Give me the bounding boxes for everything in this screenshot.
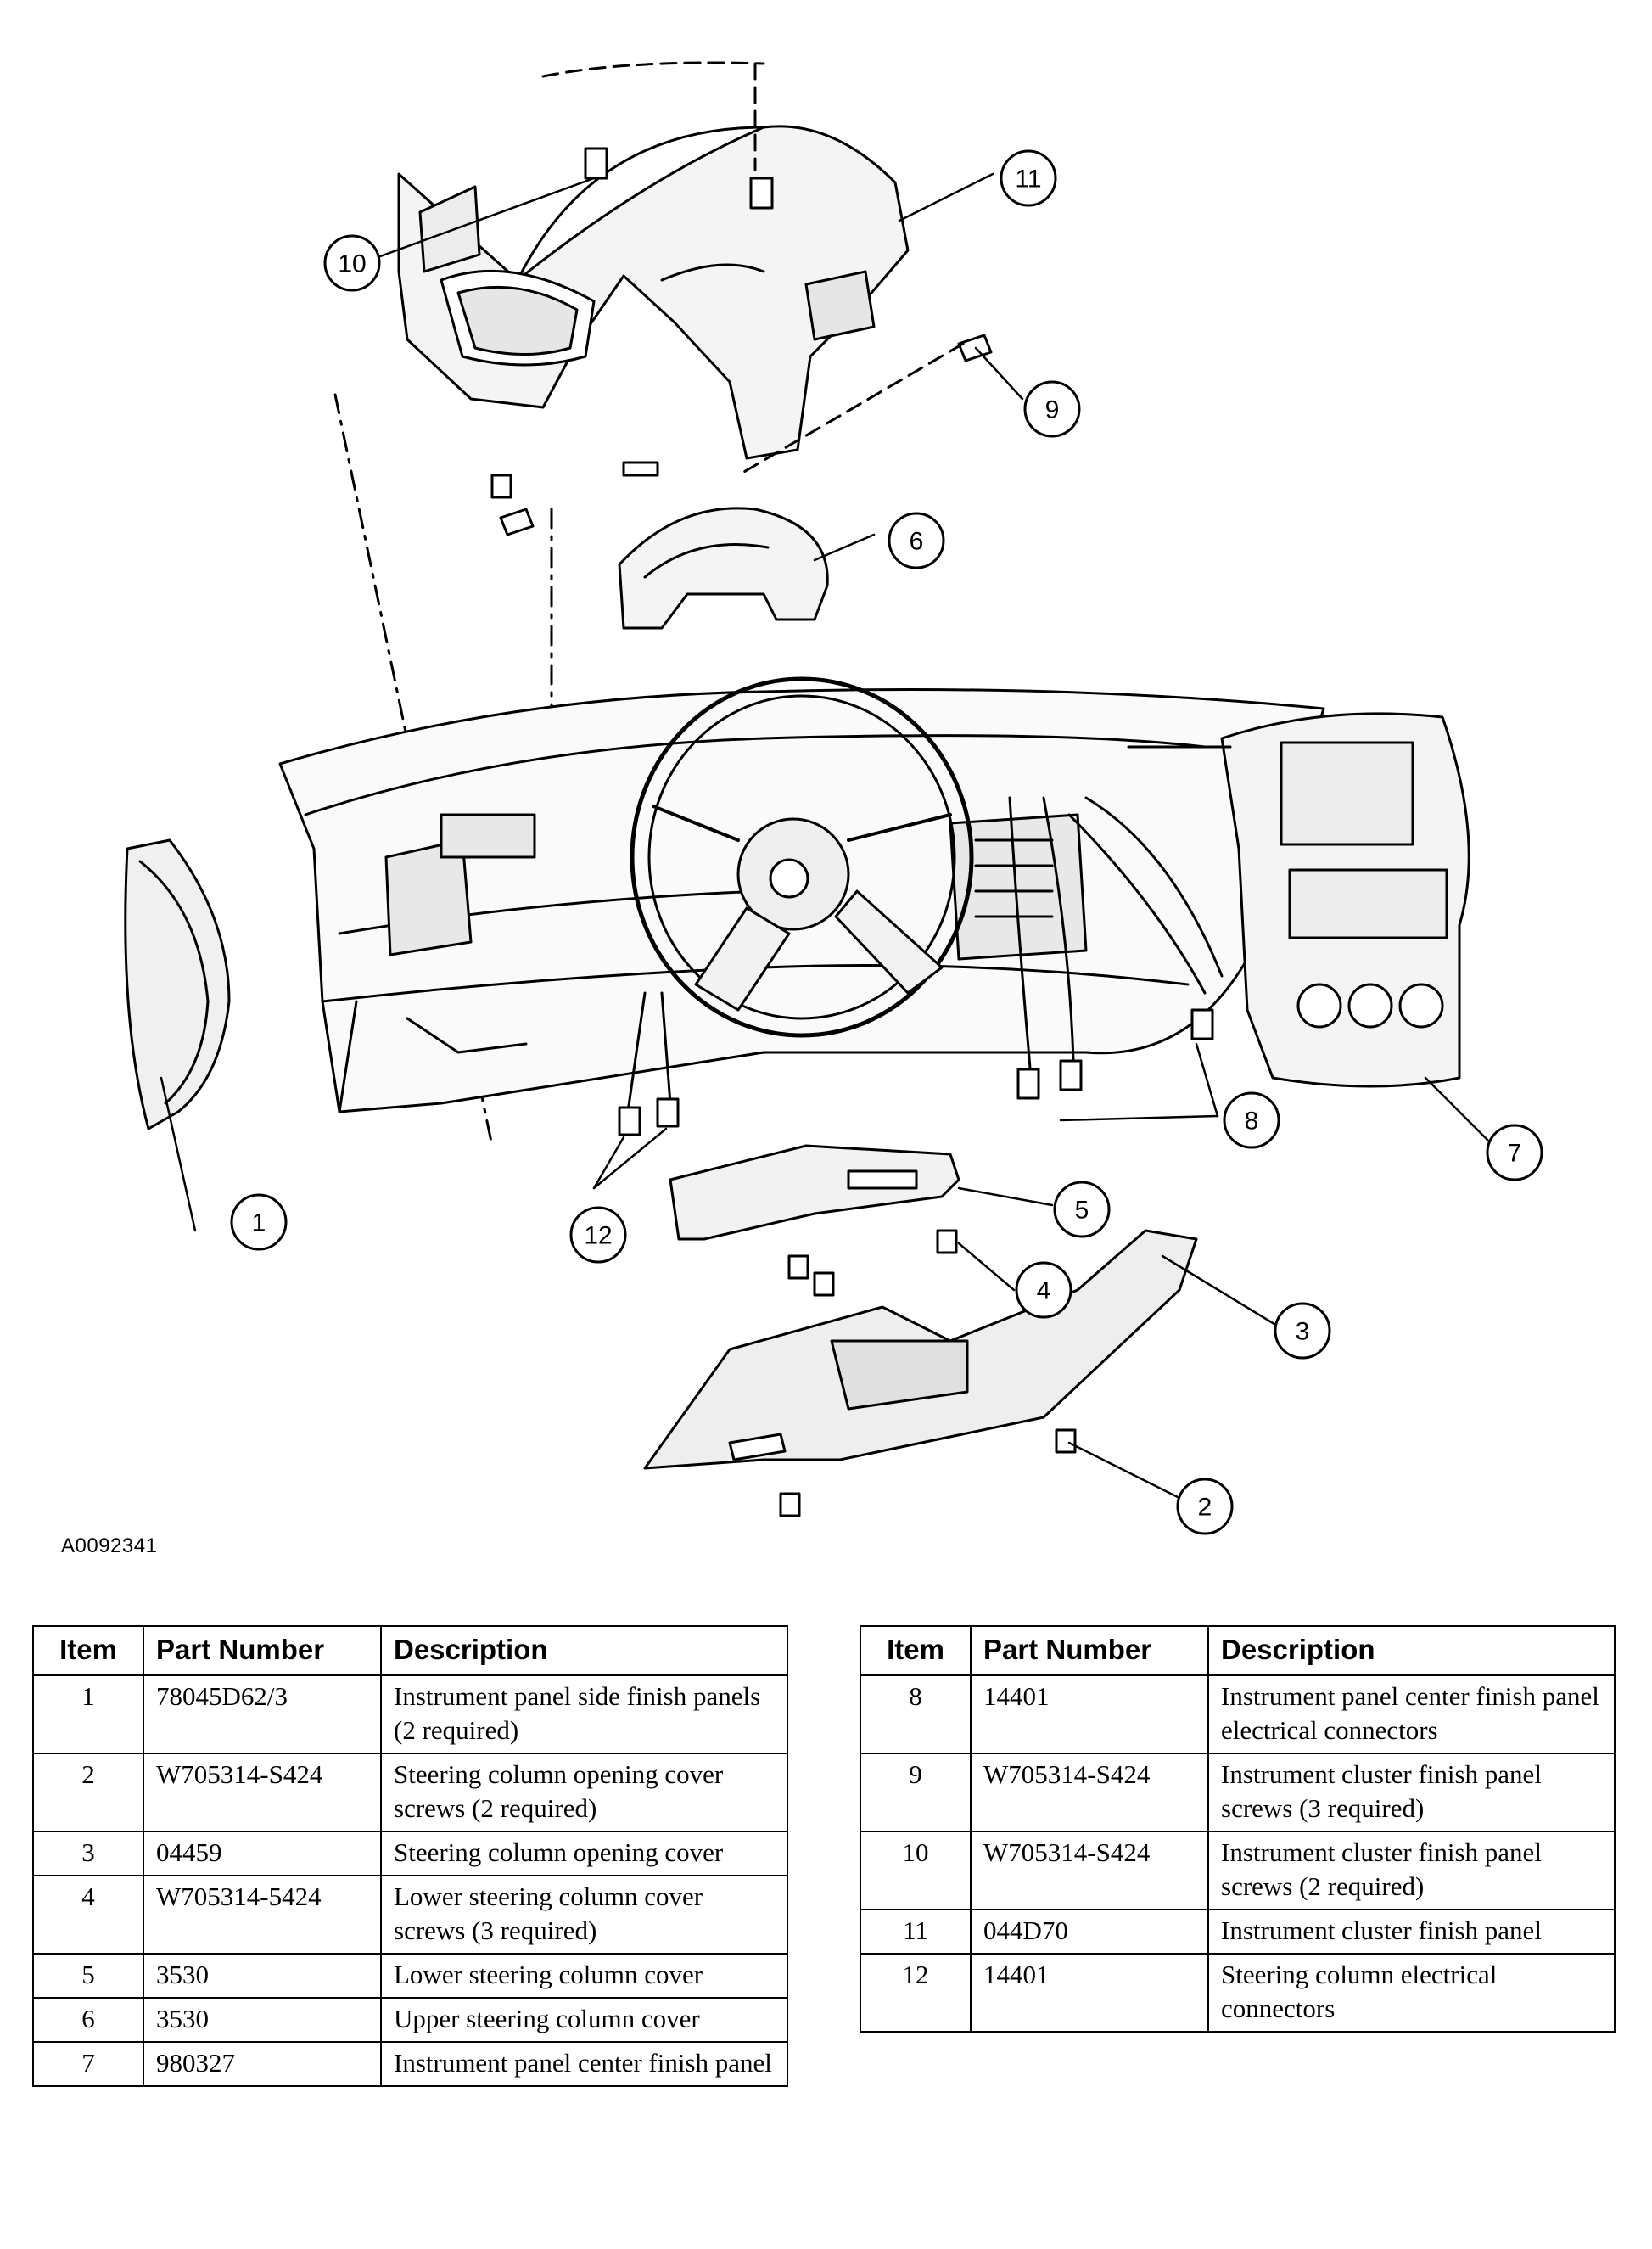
lower-steering-column-cover bbox=[669, 1144, 960, 1241]
description-cell: Upper steering column cover bbox=[380, 1997, 788, 2043]
item-cell: 11 bbox=[860, 1909, 972, 1955]
table-row: 12 14401 Steering column electrical conn… bbox=[860, 1953, 1616, 2033]
callout-6 bbox=[888, 512, 945, 569]
callout-label-8: 8 bbox=[1245, 1108, 1259, 1136]
description-cell: Steering column electrical connectors bbox=[1207, 1953, 1616, 2033]
electrical-connectors bbox=[618, 796, 1224, 1136]
table-header-row: Item Part Number Description bbox=[860, 1625, 1616, 1676]
header-part-number: Part Number bbox=[143, 1625, 382, 1676]
item-cell: 2 bbox=[32, 1753, 144, 1832]
steering-column-opening-cover bbox=[643, 1229, 1198, 1470]
callout-label-5: 5 bbox=[1075, 1197, 1089, 1225]
part-number-cell: W705314-S424 bbox=[970, 1753, 1209, 1832]
description-cell: Steering column opening cover bbox=[380, 1831, 788, 1876]
callout-5 bbox=[1053, 1181, 1111, 1238]
table-row: 11 044D70 Instrument cluster finish pane… bbox=[860, 1909, 1616, 1955]
item-cell: 8 bbox=[860, 1674, 972, 1754]
callout-8 bbox=[1223, 1091, 1280, 1149]
description-cell: Instrument cluster finish panel bbox=[1207, 1909, 1616, 1955]
part-number-cell: 78045D62/3 bbox=[143, 1674, 382, 1754]
part-number-cell: 3530 bbox=[143, 1953, 382, 1999]
table-row: 9 W705314-S424 Instrument cluster finish… bbox=[860, 1753, 1616, 1832]
callout-label-2: 2 bbox=[1198, 1494, 1212, 1522]
header-item: Item bbox=[860, 1625, 972, 1676]
callout-label-4: 4 bbox=[1037, 1277, 1051, 1305]
item-cell: 4 bbox=[32, 1875, 144, 1955]
callout-3 bbox=[1274, 1302, 1331, 1360]
table-row: 6 3530 Upper steering column cover bbox=[32, 1997, 788, 2043]
table-row: 10 W705314-S424 Instrument cluster finis… bbox=[860, 1831, 1616, 1910]
item-cell: 1 bbox=[32, 1674, 144, 1754]
item-cell: 5 bbox=[32, 1953, 144, 1999]
upper-steering-column-cover bbox=[618, 507, 829, 630]
callout-label-9: 9 bbox=[1045, 396, 1060, 424]
callout-label-3: 3 bbox=[1296, 1318, 1310, 1346]
callout-7 bbox=[1486, 1124, 1543, 1181]
callout-4 bbox=[1015, 1261, 1072, 1319]
table-row: 7 980327 Instrument panel center finish … bbox=[32, 2041, 788, 2087]
description-cell: Instrument panel side finish panels (2 r… bbox=[380, 1674, 788, 1754]
description-cell: Instrument panel center finish panel bbox=[380, 2041, 788, 2087]
header-part-number: Part Number bbox=[970, 1625, 1209, 1676]
callout-2 bbox=[1176, 1478, 1234, 1535]
part-number-cell: 3530 bbox=[143, 1997, 382, 2043]
callout-label-7: 7 bbox=[1508, 1140, 1522, 1168]
description-cell: Instrument cluster finish panel screws (… bbox=[1207, 1831, 1616, 1910]
part-number-cell: 14401 bbox=[970, 1674, 1209, 1754]
part-number-cell: 044D70 bbox=[970, 1909, 1209, 1955]
callout-label-11: 11 bbox=[1015, 165, 1041, 193]
parts-table-left: Item Part Number Description 1 78045D62/… bbox=[32, 1625, 788, 2087]
figure-id-label: A0092341 bbox=[61, 1534, 158, 1557]
part-number-cell: 980327 bbox=[143, 2041, 382, 2087]
description-cell: Instrument panel center finish panel ele… bbox=[1207, 1674, 1616, 1754]
screws bbox=[490, 474, 1077, 1517]
callout-12 bbox=[569, 1206, 627, 1264]
header-description: Description bbox=[1207, 1625, 1616, 1676]
header-item: Item bbox=[32, 1625, 144, 1676]
part-number-cell: W705314-S424 bbox=[970, 1831, 1209, 1910]
callout-label-12: 12 bbox=[584, 1222, 612, 1250]
parts-table-right: Item Part Number Description 8 14401 Ins… bbox=[860, 1625, 1616, 2033]
description-cell: Instrument cluster finish panel screws (… bbox=[1207, 1753, 1616, 1832]
callout-label-1: 1 bbox=[252, 1209, 266, 1237]
part-number-cell: 14401 bbox=[970, 1953, 1209, 2033]
part-number-cell: 04459 bbox=[143, 1831, 382, 1876]
description-cell: Lower steering column cover screws (3 re… bbox=[380, 1875, 788, 1955]
table-header-row: Item Part Number Description bbox=[32, 1625, 788, 1676]
table-row: 5 3530 Lower steering column cover bbox=[32, 1953, 788, 1999]
part-number-cell: W705314-S424 bbox=[143, 1753, 382, 1832]
callout-1 bbox=[230, 1193, 288, 1251]
steering-wheel bbox=[630, 676, 974, 1038]
item-cell: 7 bbox=[32, 2041, 144, 2087]
description-cell: Steering column opening cover screws (2 … bbox=[380, 1753, 788, 1832]
callout-label-6: 6 bbox=[910, 528, 924, 556]
description-cell: Lower steering column cover bbox=[380, 1953, 788, 1999]
table-row: 1 78045D62/3 Instrument panel side finis… bbox=[32, 1674, 788, 1754]
table-row: 8 14401 Instrument panel center finish p… bbox=[860, 1674, 1616, 1754]
item-cell: 6 bbox=[32, 1997, 144, 2043]
instrument-panel-center-finish-panel bbox=[1127, 712, 1470, 1088]
callout-label-10: 10 bbox=[338, 250, 366, 278]
item-cell: 10 bbox=[860, 1831, 972, 1910]
item-cell: 9 bbox=[860, 1753, 972, 1832]
item-cell: 3 bbox=[32, 1831, 144, 1876]
table-row: 3 04459 Steering column opening cover bbox=[32, 1831, 788, 1876]
table-row: 2 W705314-S424 Steering column opening c… bbox=[32, 1753, 788, 1832]
leader-lines bbox=[160, 172, 1495, 1504]
callout-11 bbox=[1000, 149, 1057, 207]
table-row: 4 W705314-5424 Lower steering column cov… bbox=[32, 1875, 788, 1955]
exploded-view-diagram: 1 2 3 4 5 6 7 8 9 10 11 12 bbox=[124, 61, 1543, 1535]
header-description: Description bbox=[380, 1625, 788, 1676]
part-number-cell: W705314-5424 bbox=[143, 1875, 382, 1955]
item-cell: 12 bbox=[860, 1953, 972, 2033]
callout-10 bbox=[323, 234, 381, 292]
callout-9 bbox=[1023, 380, 1081, 438]
instrument-panel-side-finish-panel bbox=[124, 838, 231, 1130]
